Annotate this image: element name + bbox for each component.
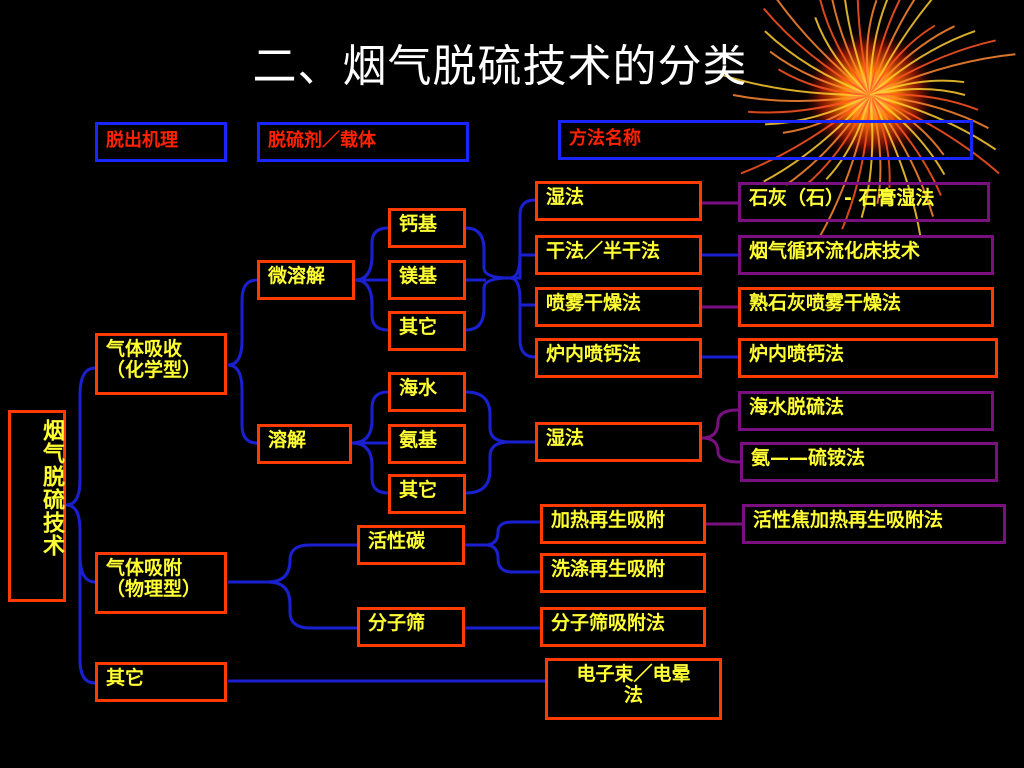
process-electron-beam: 电子束／电晕 法: [545, 658, 722, 720]
process-heat-regeneration: 加热再生吸附: [540, 504, 706, 544]
agent-ammonia: 氨基: [388, 424, 466, 464]
agent-slightly-soluble: 微溶解: [257, 260, 355, 300]
agent-soluble: 溶解: [257, 424, 352, 464]
method-ammonia-sulfate: 氨——硫铵法: [740, 442, 998, 482]
header-method: 方法名称: [558, 120, 973, 160]
process-furnace-injection: 炉内喷钙法: [535, 338, 702, 378]
process-wet-2: 湿法: [535, 422, 702, 462]
agent-magnesium: 镁基: [388, 260, 466, 300]
process-wash-regeneration: 洗涤再生吸附: [540, 553, 706, 593]
agent-calcium: 钙基: [388, 208, 466, 248]
header-mechanism: 脱出机理: [95, 122, 227, 162]
page-title: 二、烟气脱硫技术的分类: [252, 41, 748, 92]
agent-activated-carbon: 活性碳: [357, 525, 465, 565]
method-activated-coke: 活性焦加热再生吸附法: [742, 504, 1006, 544]
process-sieve-adsorption: 分子筛吸附法: [540, 607, 706, 647]
method-cfb: 烟气循环流化床技术: [738, 235, 994, 275]
process-wet-1: 湿法: [535, 181, 702, 221]
agent-molecular-sieve: 分子筛: [357, 607, 465, 647]
root-node: 烟气脱硫技术: [8, 410, 66, 602]
process-spray-drying: 喷雾干燥法: [535, 287, 702, 327]
agent-seawater: 海水: [388, 372, 466, 412]
header-agent: 脱硫剂／载体: [257, 122, 469, 162]
method-seawater: 海水脱硫法: [738, 391, 994, 431]
mechanism-physical: 气体吸附 （物理型）: [95, 552, 227, 614]
method-limestone-gypsum: 石灰（石）- 石膏湿法: [738, 182, 990, 222]
method-furnace-injection: 炉内喷钙法: [738, 338, 998, 378]
firework-decoration: [720, 0, 1016, 238]
process-dry-semidry: 干法／半干法: [535, 235, 702, 275]
method-lime-spray: 熟石灰喷雾干燥法: [738, 287, 994, 327]
agent-other-1: 其它: [388, 311, 466, 351]
mechanism-other: 其它: [95, 662, 227, 702]
agent-other-2: 其它: [388, 474, 466, 514]
mechanism-chemical: 气体吸收 （化学型）: [95, 333, 227, 395]
